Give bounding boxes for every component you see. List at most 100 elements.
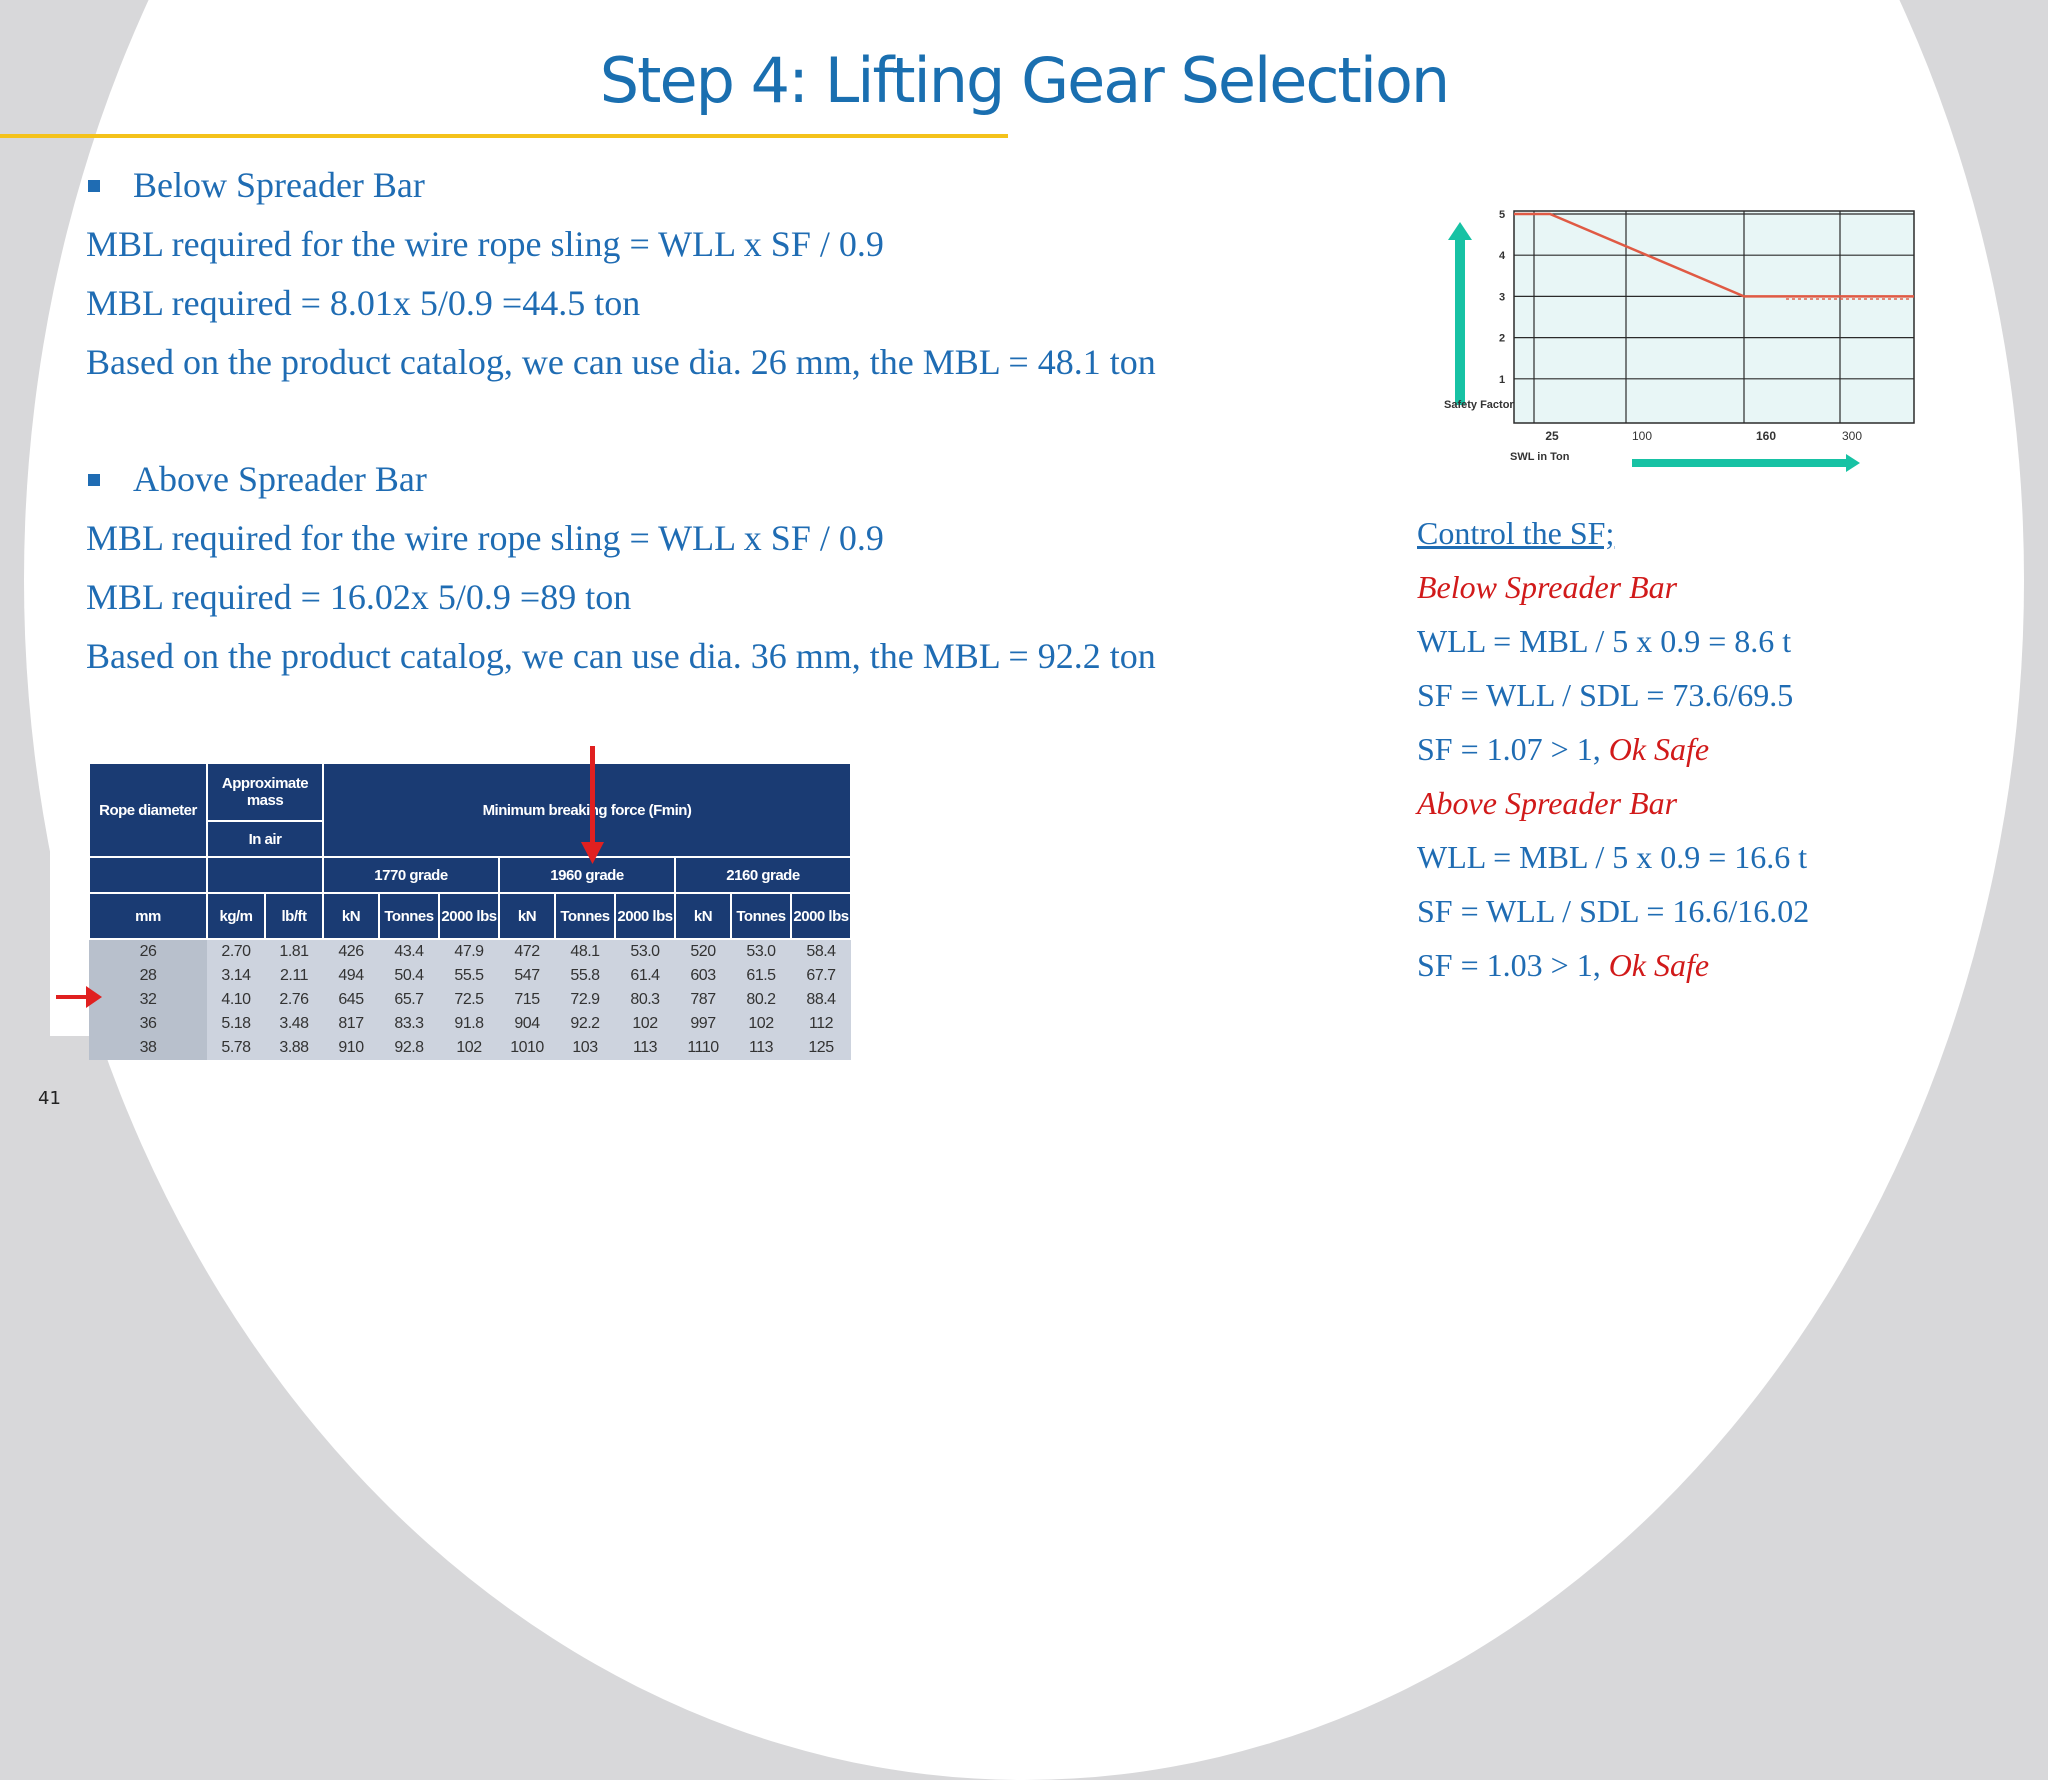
table-cell: 72.5 <box>439 988 499 1012</box>
heading-above-spreader: Above Spreader Bar <box>133 459 427 499</box>
chart-x-tick: 300 <box>1842 429 1862 443</box>
table-cell: 103 <box>555 1036 615 1060</box>
slide: Step 4: Lifting Gear Selection Below Spr… <box>0 44 1960 1109</box>
table-cell: 2.70 <box>207 939 265 964</box>
above-line-3: Based on the product catalog, we can use… <box>86 636 1156 676</box>
th-min-breaking-force: Minimum breaking force (Fmin) <box>322 762 852 858</box>
th-unit: kN <box>674 892 732 940</box>
table-cell: 5.18 <box>207 1012 265 1036</box>
table-cell: 43.4 <box>379 939 439 964</box>
table-cell: 83.3 <box>379 1012 439 1036</box>
below-line-3: Based on the product catalog, we can use… <box>86 342 1156 382</box>
chart-ylabel: Safety Factor <box>1444 399 1514 411</box>
control-above-sf: SF = WLL / SDL = 16.6/16.02 <box>1417 893 1810 929</box>
th-unit: lb/ft <box>264 892 324 940</box>
right-arrow-shaft <box>1632 459 1850 467</box>
table-cell: 61.4 <box>615 964 675 988</box>
control-below-wll: WLL = MBL / 5 x 0.9 = 8.6 t <box>1417 623 1792 659</box>
table-cell: 2.76 <box>265 988 323 1012</box>
table-cell: 2.11 <box>265 964 323 988</box>
catalog-table: Rope diameter Approximate mass Minimum b… <box>88 762 852 1060</box>
above-line-2: MBL required = 16.02x 5/0.9 =89 ton <box>86 577 632 617</box>
below-line-1: MBL required for the wire rope sling = W… <box>86 224 884 264</box>
th-unit: 2000 lbs <box>438 892 500 940</box>
table-cell: 4.10 <box>207 988 265 1012</box>
th-empty <box>88 856 208 894</box>
chart-y-tick: 4 <box>1499 250 1506 262</box>
control-above-wll: WLL = MBL / 5 x 0.9 = 16.6 t <box>1417 839 1808 875</box>
th-unit: 2000 lbs <box>790 892 852 940</box>
control-below-result: SF = 1.07 > 1, Ok Safe <box>1417 731 1709 768</box>
title-underline <box>0 134 1008 138</box>
table-cell: 53.0 <box>731 939 791 964</box>
table-cell: 997 <box>675 1012 731 1036</box>
table-cell: 91.8 <box>439 1012 499 1036</box>
bullet-below <box>88 180 100 192</box>
table-cell: 426 <box>323 939 379 964</box>
chart-series-line <box>1514 212 1914 298</box>
table-cell: 58.4 <box>791 939 851 964</box>
table-cell: 817 <box>323 1012 379 1036</box>
th-2160-grade: 2160 grade <box>674 856 852 894</box>
control-below-label: Below Spreader Bar <box>1417 569 1678 605</box>
red-arrow-down <box>581 746 604 864</box>
table-cell: 47.9 <box>439 939 499 964</box>
table-cell: 72.9 <box>555 988 615 1012</box>
control-heading: Control the SF; <box>1417 515 1615 551</box>
table-cell: 645 <box>323 988 379 1012</box>
th-unit: mm <box>88 892 208 940</box>
table-cell: 910 <box>323 1036 379 1060</box>
up-arrow-shaft <box>1455 235 1465 405</box>
table-cell: 102 <box>615 1012 675 1036</box>
table-cell: 3.48 <box>265 1012 323 1036</box>
chart-x-tick: 160 <box>1756 429 1776 443</box>
table-cell: 55.8 <box>555 964 615 988</box>
chart-x-tick: 25 <box>1545 429 1559 443</box>
table-cell: 904 <box>499 1012 555 1036</box>
chart-y-tick: 5 <box>1499 209 1505 221</box>
above-line-1: MBL required for the wire rope sling = W… <box>86 518 884 558</box>
table-cell: 28 <box>89 964 207 988</box>
table-cell: 547 <box>499 964 555 988</box>
below-ok-safe: Ok Safe <box>1608 731 1710 767</box>
th-in-air: In air <box>206 820 324 858</box>
bullet-above <box>88 474 100 486</box>
table-cell: 92.8 <box>379 1036 439 1060</box>
table-cell: 603 <box>675 964 731 988</box>
above-ok-safe: Ok Safe <box>1608 947 1710 983</box>
table-cell: 520 <box>675 939 731 964</box>
catalog-table-image: Rope diameter Approximate mass Minimum b… <box>50 746 856 1060</box>
below-result-text: SF = 1.07 > 1, <box>1417 731 1601 767</box>
th-unit: kN <box>498 892 556 940</box>
control-above-result: SF = 1.03 > 1, Ok Safe <box>1417 947 1709 984</box>
heading-below-spreader: Below Spreader Bar <box>133 165 425 205</box>
table-cell: 1.81 <box>265 939 323 964</box>
table-cell: 3.88 <box>265 1036 323 1060</box>
table-cell: 32 <box>89 988 207 1012</box>
control-below-sf: SF = WLL / SDL = 73.6/69.5 <box>1417 677 1794 713</box>
table-cell: 113 <box>615 1036 675 1060</box>
table-cell: 494 <box>323 964 379 988</box>
page-number: 41 <box>38 1088 61 1109</box>
table-cell: 472 <box>499 939 555 964</box>
table-cell: 102 <box>439 1036 499 1060</box>
th-1960-grade: 1960 grade <box>498 856 676 894</box>
table-cell: 26 <box>89 939 207 964</box>
table-cell: 112 <box>791 1012 851 1036</box>
table-cell: 125 <box>791 1036 851 1060</box>
th-unit: kN <box>322 892 380 940</box>
th-unit: Tonnes <box>730 892 792 940</box>
slide-title: Step 4: Lifting Gear Selection <box>599 44 1450 117</box>
chart-y-tick: 2 <box>1499 333 1505 345</box>
table-cell: 113 <box>731 1036 791 1060</box>
table-cell: 53.0 <box>615 939 675 964</box>
th-unit: 2000 lbs <box>614 892 676 940</box>
table-cell: 3.14 <box>207 964 265 988</box>
chart-plot-area <box>1513 210 1915 424</box>
th-spacer <box>206 856 324 894</box>
th-rope-diameter: Rope diameter <box>88 762 208 858</box>
